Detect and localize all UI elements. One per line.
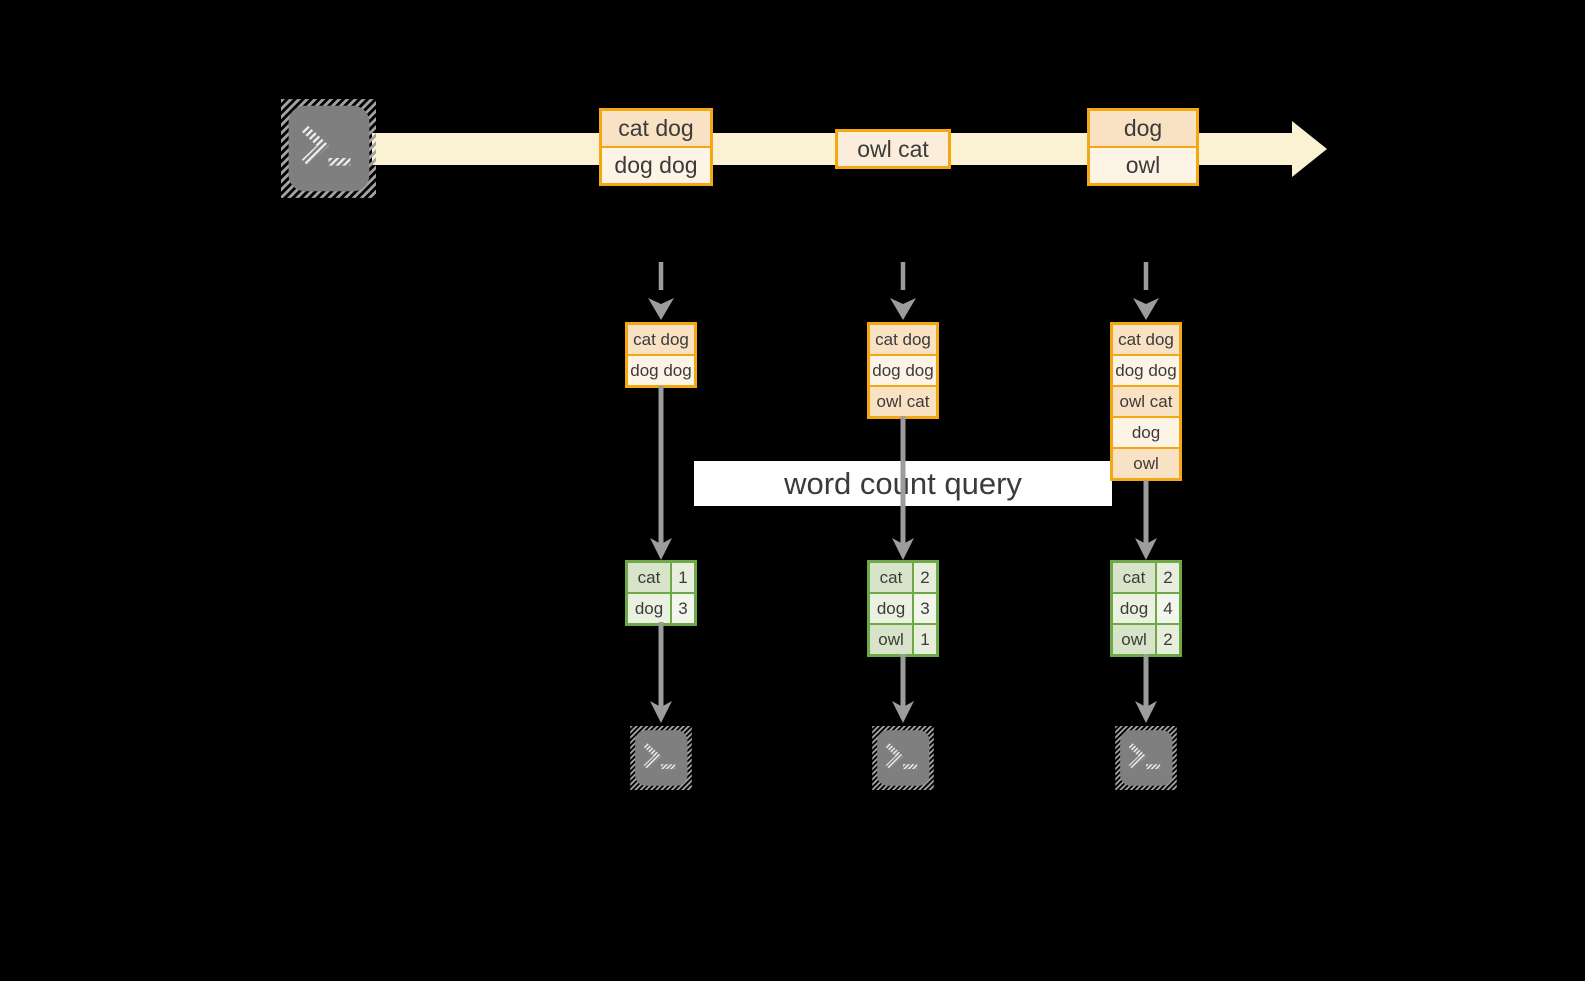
count-word: cat (1113, 563, 1157, 592)
count-value: 3 (672, 594, 694, 623)
buffer-row: owl cat (1113, 385, 1179, 416)
count-word: dog (870, 594, 914, 623)
event-text: owl (1090, 146, 1196, 183)
event-text: owl cat (838, 132, 948, 166)
stream-event-box-3: dog owl (1087, 108, 1199, 186)
count-word: owl (1113, 625, 1157, 654)
terminal-icon (281, 99, 376, 198)
event-text: dog dog (602, 146, 710, 183)
dashed-arrow-icon (890, 262, 916, 320)
dashed-arrow-icon (648, 262, 674, 320)
count-value: 2 (1157, 625, 1179, 654)
event-text: dog (1090, 111, 1196, 146)
count-row: dog 3 (870, 592, 936, 623)
terminal-icon (872, 726, 934, 790)
buffer-row: cat dog (1113, 325, 1179, 354)
count-value: 4 (1157, 594, 1179, 623)
count-row: cat 2 (870, 563, 936, 592)
stream-arrowhead-icon (1292, 121, 1327, 177)
count-word: owl (870, 625, 914, 654)
buffer-row: dog (1113, 416, 1179, 447)
count-table-2: cat 2 dog 3 owl 1 (867, 560, 939, 657)
terminal-icon (630, 726, 692, 790)
count-value: 2 (1157, 563, 1179, 592)
buffer-row: cat dog (870, 325, 936, 354)
count-value: 2 (914, 563, 936, 592)
count-table-3: cat 2 dog 4 owl 2 (1110, 560, 1182, 657)
buffer-row: owl (1113, 447, 1179, 478)
buffer-row: cat dog (628, 325, 694, 354)
dashed-arrow-icon (1133, 262, 1159, 320)
buffer-row: dog dog (1113, 354, 1179, 385)
solid-arrow-icon (650, 386, 672, 560)
count-value: 1 (672, 563, 694, 592)
event-text: cat dog (602, 111, 710, 146)
solid-arrow-icon (892, 654, 914, 723)
terminal-icon (1115, 726, 1177, 790)
buffer-row: owl cat (870, 385, 936, 416)
count-value: 3 (914, 594, 936, 623)
count-row: dog 4 (1113, 592, 1179, 623)
count-row: cat 2 (1113, 563, 1179, 592)
buffer-stack-1: cat dog dog dog (625, 322, 697, 388)
stream-timeline: cat dog dog dog owl cat dog owl (0, 0, 1585, 220)
solid-arrow-icon (892, 416, 914, 560)
count-row: owl 1 (870, 623, 936, 654)
stream-event-box-1: cat dog dog dog (599, 108, 713, 186)
count-word: dog (1113, 594, 1157, 623)
count-row: dog 3 (628, 592, 694, 623)
count-row: cat 1 (628, 563, 694, 592)
buffer-row: dog dog (870, 354, 936, 385)
count-table-1: cat 1 dog 3 (625, 560, 697, 626)
count-value: 1 (914, 625, 936, 654)
solid-arrow-icon (650, 622, 672, 723)
buffer-row: dog dog (628, 354, 694, 385)
count-word: dog (628, 594, 672, 623)
solid-arrow-icon (1135, 654, 1157, 723)
stream-event-box-2: owl cat (835, 129, 951, 169)
buffer-stack-2: cat dog dog dog owl cat (867, 322, 939, 419)
buffer-stack-3: cat dog dog dog owl cat dog owl (1110, 322, 1182, 481)
solid-arrow-icon (1135, 480, 1157, 560)
count-row: owl 2 (1113, 623, 1179, 654)
count-word: cat (628, 563, 672, 592)
count-word: cat (870, 563, 914, 592)
